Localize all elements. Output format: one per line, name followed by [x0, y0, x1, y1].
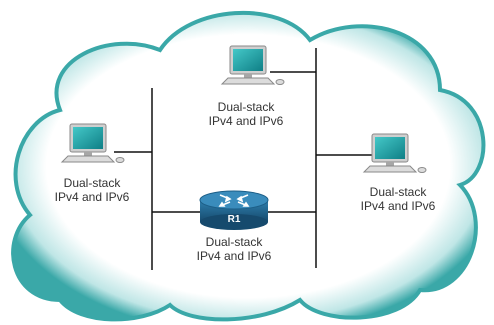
router-name: R1 [228, 214, 241, 225]
pc-left: Dual-stack IPv4 and IPv6 [55, 123, 130, 204]
pc-top-label-line2: IPv4 and IPv6 [209, 114, 284, 128]
pc-left-label-line1: Dual-stack [64, 176, 122, 190]
router-icon: R1 [199, 190, 269, 230]
network-cloud [11, 10, 486, 322]
pc-top: Dual-stack IPv4 and IPv6 [209, 45, 285, 128]
pc-top-label-line1: Dual-stack [218, 100, 276, 114]
router-r1: R1 Dual-stack IPv4 and IPv6 [197, 190, 272, 263]
pc-right-label-line2: IPv4 and IPv6 [361, 199, 436, 213]
pc-left-label-line2: IPv4 and IPv6 [55, 190, 130, 204]
pc-right: Dual-stack IPv4 and IPv6 [361, 133, 436, 213]
links [114, 48, 372, 270]
router-label-line2: IPv4 and IPv6 [197, 249, 272, 263]
router-label-line1: Dual-stack [206, 235, 264, 249]
pc-right-label-line1: Dual-stack [370, 185, 428, 199]
